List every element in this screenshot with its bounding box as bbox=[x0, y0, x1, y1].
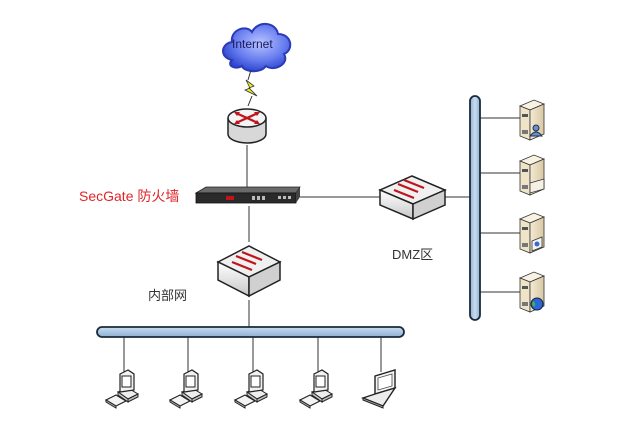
internet-label: Internet bbox=[232, 37, 273, 51]
laptop-icon bbox=[360, 369, 397, 409]
desktop-computer-icon bbox=[168, 369, 204, 409]
firewall-appliance-icon bbox=[194, 186, 301, 204]
desktop-computer-icon bbox=[298, 369, 334, 409]
dmz-switch-icon bbox=[378, 175, 447, 221]
server-mail-icon bbox=[518, 154, 546, 196]
desktop-computer-icon bbox=[104, 369, 140, 409]
links bbox=[123, 117, 520, 372]
lan-label: 内部网 bbox=[148, 289, 188, 304]
server-user-icon bbox=[518, 99, 546, 141]
server-email-web-icon bbox=[518, 212, 546, 254]
dmz-bus bbox=[469, 95, 481, 321]
wan-lightning-icon bbox=[244, 69, 258, 107]
dmz-label: DMZ区 bbox=[392, 247, 434, 262]
server-globe-icon bbox=[518, 271, 546, 313]
internet-cloud-icon bbox=[222, 23, 292, 73]
desktop-computer-icon bbox=[233, 369, 269, 409]
router-icon bbox=[227, 108, 267, 144]
firewall-label: SecGate 防火墙 bbox=[79, 188, 180, 204]
lan-bus bbox=[96, 326, 405, 338]
lan-switch-icon bbox=[216, 245, 282, 298]
